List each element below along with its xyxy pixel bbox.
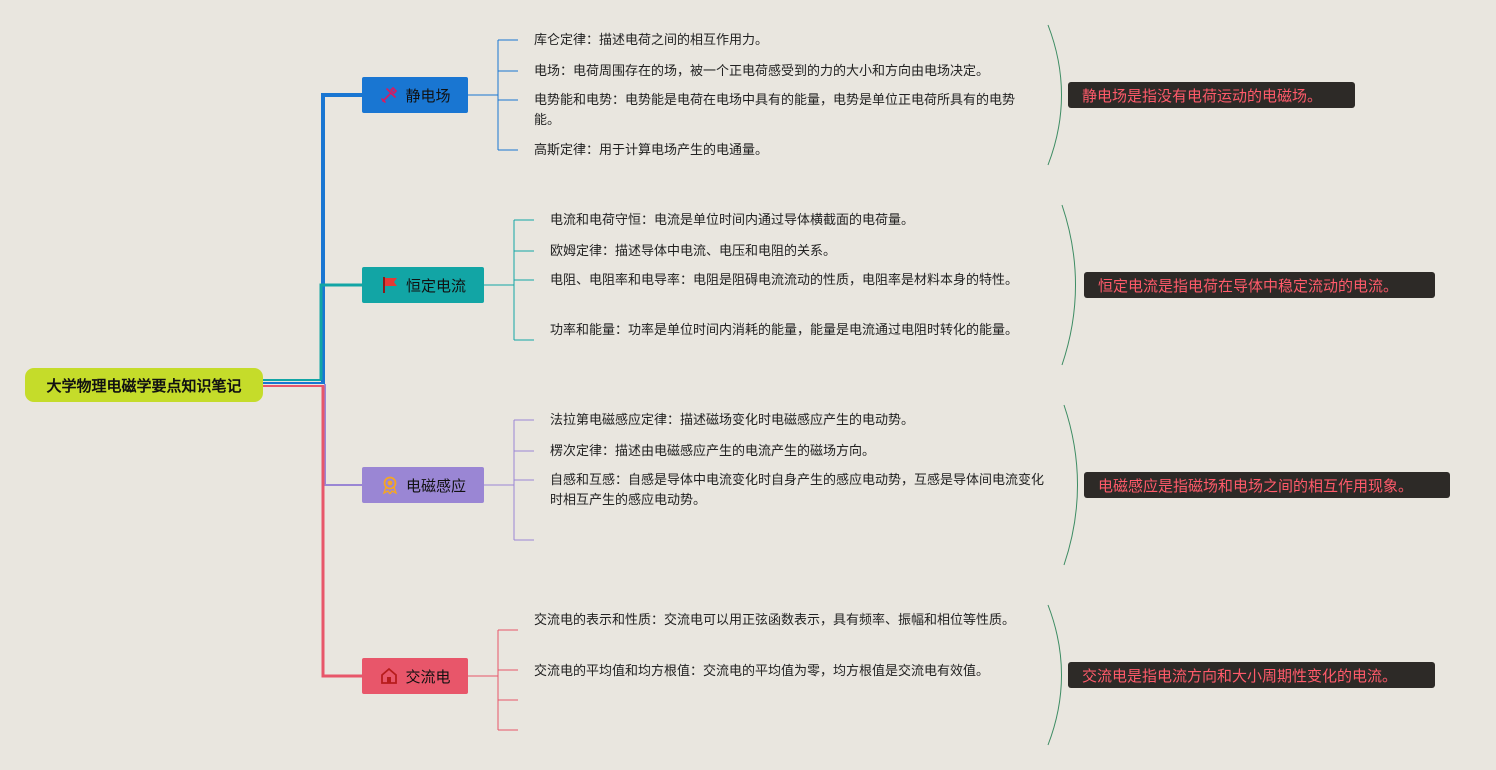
house-icon — [379, 666, 399, 686]
branch-label: 电磁感应 — [405, 476, 466, 495]
leaf-item: 楞次定律：描述由电磁感应产生的电流产生的磁场方向。 — [550, 444, 876, 459]
tools-icon — [379, 85, 399, 105]
summary-steady-current[interactable]: 恒定电流是指电荷在导体中稳定流动的电流。 — [1084, 272, 1435, 298]
summary-static-field[interactable]: 静电场是指没有电荷运动的电磁场。 — [1068, 82, 1355, 108]
branch-label: 恒定电流 — [405, 276, 466, 295]
branch-em-induction[interactable]: 电磁感应 — [362, 467, 484, 503]
branch-alternating-current[interactable]: 交流电 — [362, 658, 468, 694]
branch-label: 静电场 — [405, 86, 451, 105]
summary-em-induction[interactable]: 电磁感应是指磁场和电场之间的相互作用现象。 — [1084, 472, 1450, 498]
leaf-item: 自感和互感：自感是导体中电流变化时自身产生的感应电动势，互感是导体间电流变化时相… — [550, 473, 1045, 508]
leaf-item: 电场：电荷周围存在的场，被一个正电荷感受到的力的大小和方向由电场决定。 — [534, 64, 990, 79]
branch-static-field[interactable]: 静电场 — [362, 77, 468, 113]
leaf-item: 高斯定律：用于计算电场产生的电通量。 — [534, 143, 769, 158]
leaf-item: 欧姆定律：描述导体中电流、电压和电阻的关系。 — [550, 244, 837, 259]
root-topic[interactable]: 大学物理电磁学要点知识笔记 — [25, 368, 263, 402]
leaf-item: 电流和电荷守恒：电流是单位时间内通过导体横截面的电荷量。 — [550, 213, 915, 228]
leaf-item: 电势能和电势：电势能是电荷在电场中具有的能量，电势是单位正电荷所具有的电势能。 — [534, 93, 1016, 128]
leaf-item: 功率和能量：功率是单位时间内消耗的能量，能量是电流通过电阻时转化的能量。 — [550, 323, 1019, 338]
leaf-item: 电阻、电阻率和电导率：电阻是阻碍电流流动的性质，电阻率是材料本身的特性。 — [550, 273, 1019, 288]
root-topic-label: 大学物理电磁学要点知识笔记 — [46, 376, 242, 395]
award-icon — [380, 475, 400, 495]
leaf-item: 法拉第电磁感应定律：描述磁场变化时电磁感应产生的电动势。 — [550, 413, 915, 428]
leaf-item: 库仑定律：描述电荷之间的相互作用力。 — [534, 33, 769, 48]
leaf-item: 交流电的平均值和均方根值：交流电的平均值为零，均方根值是交流电有效值。 — [534, 664, 990, 679]
branch-label: 交流电 — [405, 667, 451, 686]
flag-icon — [380, 275, 400, 295]
leaf-item: 交流电的表示和性质：交流电可以用正弦函数表示，具有频率、振幅和相位等性质。 — [534, 613, 1016, 628]
branch-steady-current[interactable]: 恒定电流 — [362, 267, 484, 303]
summary-alternating-current[interactable]: 交流电是指电流方向和大小周期性变化的电流。 — [1068, 662, 1435, 688]
